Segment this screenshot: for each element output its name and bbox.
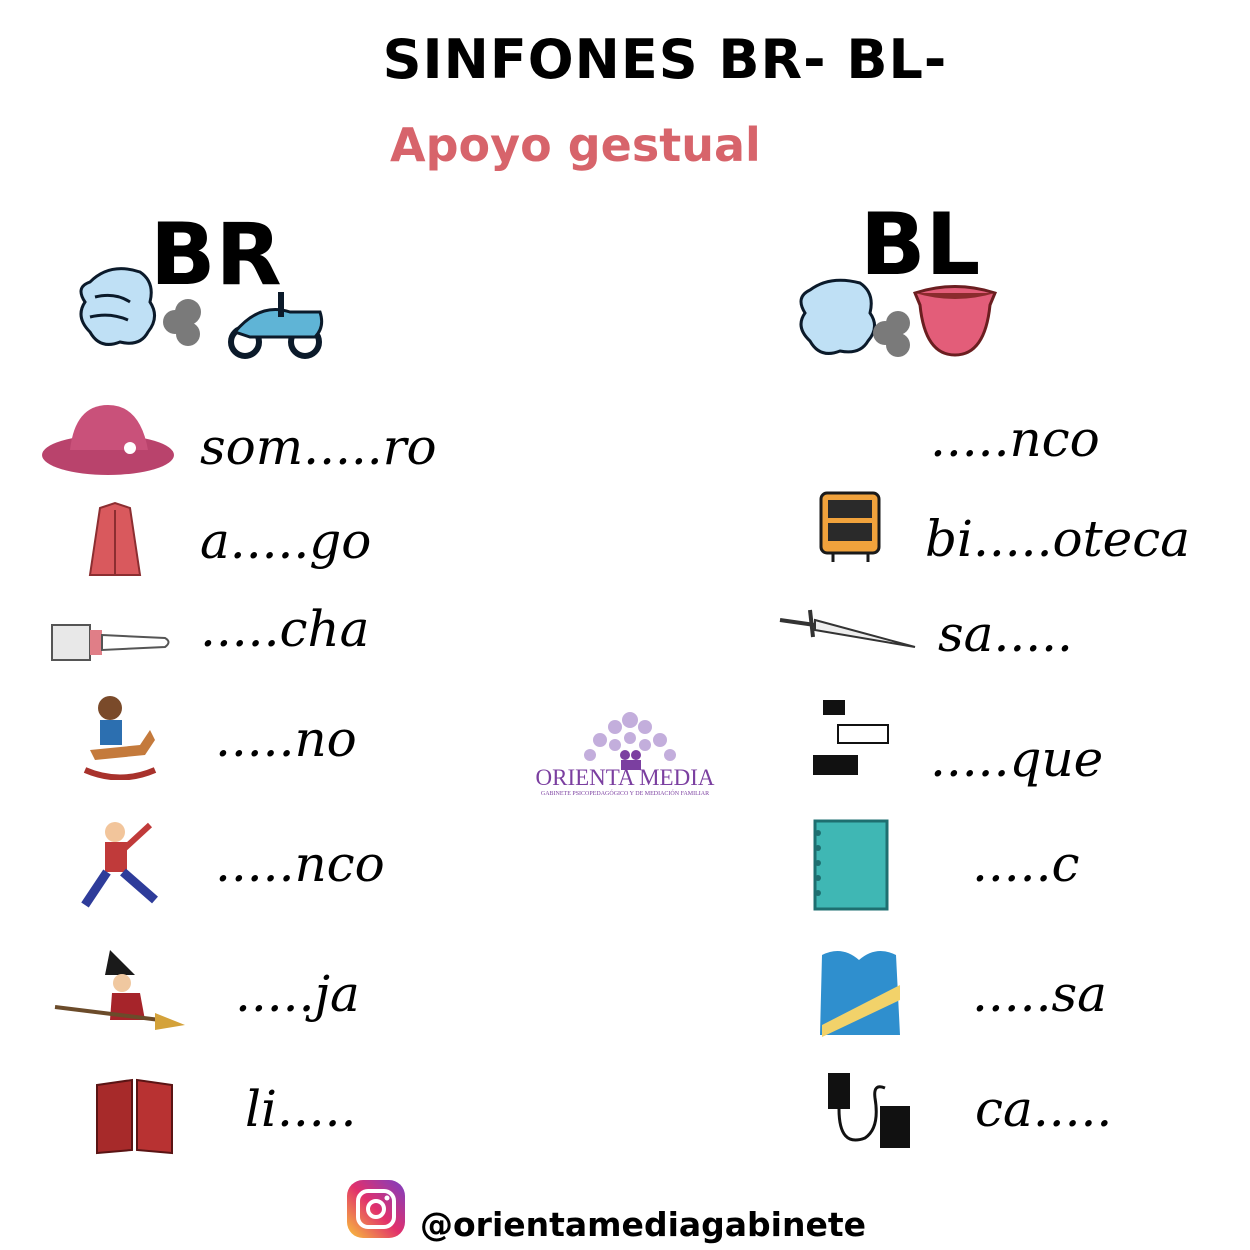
br-word: .....ja — [235, 965, 360, 1023]
logo-name: ORIENTA MEDIA — [535, 765, 715, 790]
br-word: .....nco — [215, 835, 385, 893]
rocking-horse-icon — [83, 696, 157, 780]
bl-word: .....que — [930, 730, 1104, 788]
jumping-boy-icon — [81, 822, 158, 908]
notebook-icon — [813, 819, 889, 911]
bookcase-icon — [819, 491, 881, 562]
bl-word: ca..... — [975, 1080, 1113, 1138]
br-word: som.....ro — [200, 418, 437, 476]
br-heading: BR — [150, 205, 282, 305]
logo-tagline: GABINETE PSICOPEDAGÓGICO Y DE MEDIACIÓN … — [540, 791, 710, 797]
blowing-tongue-icon — [799, 278, 998, 357]
br-word: a.....go — [200, 512, 372, 570]
instagram-handle[interactable]: @orientamediagabinete — [420, 1205, 866, 1244]
bl-word: bi.....oteca — [925, 510, 1191, 568]
sword-icon — [779, 609, 916, 648]
blouse-icon — [820, 951, 900, 1037]
bl-word: .....c — [972, 835, 1080, 893]
blowing-face-icon — [79, 267, 324, 359]
page-title: SINFONES BR- BL- — [382, 28, 948, 91]
br-word: li..... — [245, 1080, 357, 1138]
bl-heading: BL — [860, 195, 981, 295]
book-icon — [96, 1078, 173, 1155]
br-word: .....no — [215, 710, 357, 768]
blocks-icon — [813, 700, 889, 775]
bl-word: sa..... — [938, 605, 1073, 663]
logo-tree-icon — [584, 712, 676, 770]
witch-icon — [54, 950, 185, 1030]
bl-word: .....nco — [930, 410, 1100, 468]
coat-icon — [88, 501, 142, 576]
page-subtitle: Apoyo gestual — [390, 118, 761, 172]
br-word: .....cha — [200, 600, 370, 658]
cable-icon — [828, 1073, 910, 1148]
paintbrush-icon — [51, 624, 170, 661]
instagram-icon[interactable] — [345, 1178, 407, 1240]
hat-icon — [42, 405, 174, 475]
bl-word: .....sa — [972, 965, 1107, 1023]
